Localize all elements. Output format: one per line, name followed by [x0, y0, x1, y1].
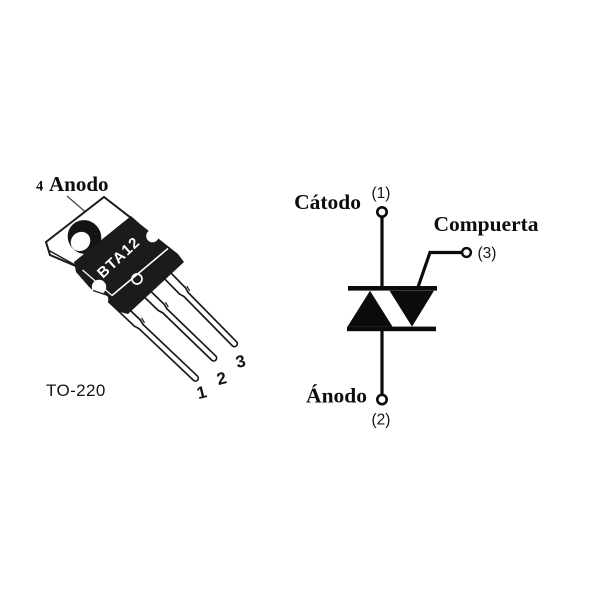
- triac-schematic: Cátodo (1) Compuerta (3) Ánodo (2): [294, 185, 539, 429]
- cathode-pin-number: (1): [372, 185, 391, 202]
- right-triangle: [389, 290, 434, 327]
- cathode-label: Cátodo: [294, 190, 361, 214]
- pin-1-label: 1: [195, 382, 209, 403]
- metal-tab-thickness-edge: [48, 249, 77, 267]
- pin-2: [131, 278, 218, 362]
- gate-label: Compuerta: [433, 212, 538, 236]
- left-triangle: [347, 290, 393, 327]
- tab-pin-label: Anodo: [49, 172, 109, 196]
- mounting-hole-inner: [70, 231, 91, 252]
- pin-2-label: 2: [215, 368, 229, 389]
- pin-3: [153, 261, 239, 348]
- mounting-hole-icon: [67, 220, 102, 254]
- gate-wire: [415, 250, 461, 291]
- body-corner-notch: [146, 229, 159, 243]
- anode-label: Ánodo: [306, 384, 367, 408]
- lower-bar: [347, 326, 436, 332]
- terminal-2-icon: [375, 393, 388, 406]
- package-name-label: TO-220: [46, 381, 106, 400]
- terminal-3-icon: [460, 246, 473, 259]
- ejector-pin-mark: [131, 273, 143, 285]
- pin-1: [107, 294, 200, 382]
- body-ridge-line: [111, 247, 169, 297]
- tab-pin-number: 4: [36, 179, 43, 195]
- metal-tab: [44, 195, 137, 269]
- gate-pin-number: (3): [478, 245, 497, 262]
- anode-pin-number: (2): [372, 412, 391, 429]
- upper-bar: [348, 286, 437, 291]
- terminal-1-icon: [375, 206, 388, 219]
- pin-3-label: 3: [234, 351, 248, 372]
- to220-package-drawing: BTA12 1 2 3 4 Anodo TO-220: [36, 172, 248, 403]
- mold-mark: [91, 279, 109, 307]
